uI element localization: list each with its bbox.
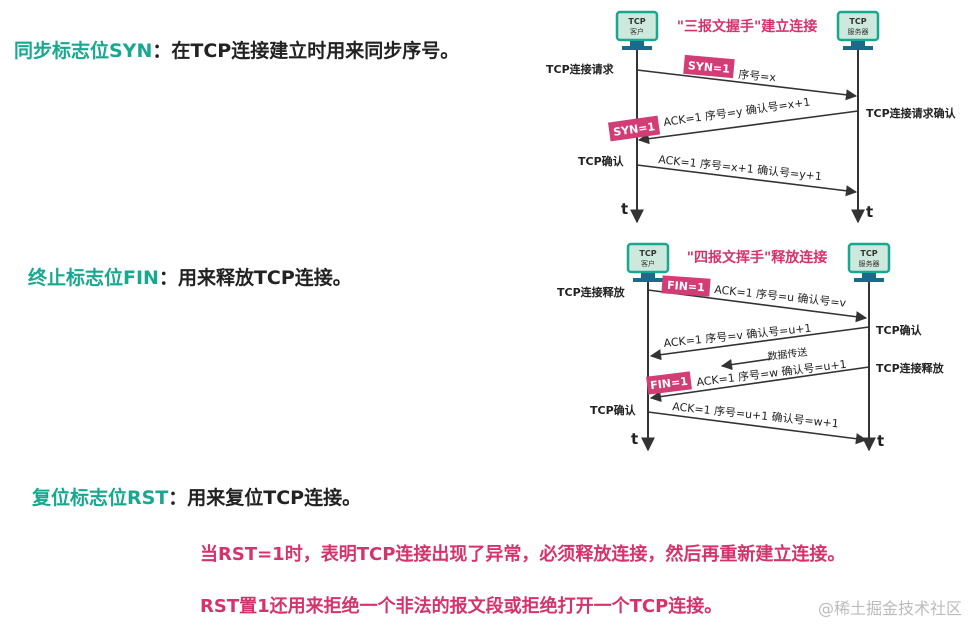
wavehand-data-transfer-text: 数据传送 [767, 345, 808, 363]
handshake-server-computer-icon: TCP 服务器 [836, 10, 880, 50]
handshake-client-label-2: 客户 [630, 27, 644, 36]
wavehand-segment-3-flag-box [646, 371, 692, 395]
wavehand-client-label-1: TCP [639, 249, 656, 258]
handshake-segment-3-label: TCP确认 [578, 154, 625, 168]
wavehand-client-label-2: 客户 [641, 259, 655, 268]
fin-flag-desc: ：用来释放TCP连接。 [158, 267, 352, 289]
handshake-segment-1-flag: SYN=1 [687, 59, 730, 76]
wavehand-segment-3-flag: FIN=1 [650, 375, 689, 392]
rst-flag-desc: ：用来复位TCP连接。 [168, 487, 362, 509]
handshake-segment-2-text: ACK=1 序号=y 确认号=x+1 [662, 94, 811, 128]
fin-flag-name: 终止标志位FIN [28, 267, 159, 289]
wavehand-segment-4-arrow [647, 411, 868, 445]
handshake-segment-1-flag-box [683, 54, 735, 79]
handshake-segment-2-flag: SYN=1 [613, 120, 656, 139]
handshake-title: "三报文握手"建立连接 [677, 18, 818, 35]
syn-flag-title: 同步标志位SYN：在TCP连接建立时用来同步序号。 [14, 36, 459, 63]
rst-flag-title: 复位标志位RST：用来复位TCP连接。 [32, 483, 361, 510]
rst-flag-name: 复位标志位RST [32, 487, 169, 509]
handshake-client-label-1: TCP [628, 17, 645, 26]
wavehand-data-transfer-arrow [720, 358, 771, 371]
wavehand-segment-1-flag-box [661, 275, 711, 297]
handshake-server-time-label: t [866, 203, 873, 221]
rst-note-1: 当RST=1时，表明TCP连接出现了异常，必须释放连接，然后再重新建立连接。 [200, 544, 846, 565]
wavehand-client-time-label: t [631, 430, 638, 448]
wavehand-diagram: TCP 客户 TCP 服务器 "四报文挥手"释放连接 t t FIN=1 ACK… [557, 242, 945, 452]
handshake-diagram: TCP 客户 TCP 服务器 "三报文握手"建立连接 t t SYN=1 序号=… [546, 10, 957, 224]
wavehand-client-computer-icon: TCP 客户 [626, 242, 670, 282]
handshake-server-label-1: TCP [849, 17, 866, 26]
wavehand-server-computer-icon: TCP 服务器 [847, 242, 891, 282]
handshake-client-time-label: t [621, 200, 628, 218]
wavehand-segment-1-label: TCP连接释放 [557, 285, 626, 299]
handshake-segment-1-label: TCP连接请求 [546, 62, 615, 76]
watermark: @稀土掘金技术社区 [817, 599, 962, 618]
wavehand-segment-2-text: ACK=1 序号=v 确认号=u+1 [663, 321, 812, 350]
fin-flag-title: 终止标志位FIN：用来释放TCP连接。 [28, 263, 352, 290]
rst-note-2: RST置1还用来拒绝一个非法的报文段或拒绝打开一个TCP连接。 [200, 596, 723, 617]
handshake-segment-1-text: 序号=x [738, 67, 777, 84]
wavehand-segment-4-label: TCP确认 [590, 403, 637, 417]
wavehand-segment-1-flag: FIN=1 [667, 279, 706, 295]
wavehand-segment-3-arrow [649, 366, 870, 403]
handshake-server-label-2: 服务器 [848, 27, 869, 36]
handshake-segment-3-arrow [636, 164, 858, 197]
wavehand-server-label-2: 服务器 [859, 259, 880, 268]
wavehand-server-label-1: TCP [860, 249, 877, 258]
wavehand-server-time-label: t [877, 432, 884, 450]
wavehand-segment-2-label: TCP确认 [876, 323, 923, 337]
syn-flag-desc: ：在TCP连接建立时用来同步序号。 [152, 40, 460, 62]
wavehand-segment-2-arrow [649, 326, 870, 361]
wavehand-segment-1-text: ACK=1 序号=u 确认号=v [714, 282, 848, 310]
wavehand-title: "四报文挥手"释放连接 [687, 249, 828, 266]
handshake-segment-2-arrow [637, 110, 859, 145]
syn-flag-name: 同步标志位SYN [14, 40, 153, 62]
handshake-client-computer-icon: TCP 客户 [615, 10, 659, 50]
handshake-segment-2-flag-box [607, 115, 661, 142]
handshake-segment-2-label: TCP连接请求确认 [866, 106, 957, 120]
wavehand-segment-3-label: TCP连接释放 [876, 361, 945, 375]
handshake-segment-1-arrow [636, 69, 858, 101]
